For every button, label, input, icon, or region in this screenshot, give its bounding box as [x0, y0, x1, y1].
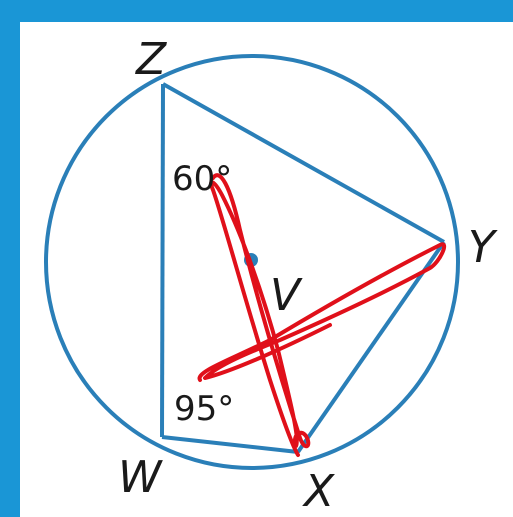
label-angle-z: 60° [172, 159, 232, 199]
label-angle-w: 95° [174, 389, 234, 429]
segment-yx [296, 240, 446, 454]
segment-wz [160, 83, 165, 438]
top-frame-bar [0, 0, 513, 22]
handwritten-annotation [197, 173, 447, 457]
label-point-y: Y [468, 222, 498, 273]
segment-xw [161, 435, 299, 454]
label-point-z: Z [135, 34, 167, 85]
label-point-w: W [118, 452, 163, 503]
label-center-v: V [270, 270, 303, 321]
label-point-x: X [302, 466, 335, 517]
circle [44, 54, 460, 470]
segment-zy [162, 82, 445, 244]
left-frame-bar [0, 0, 20, 517]
